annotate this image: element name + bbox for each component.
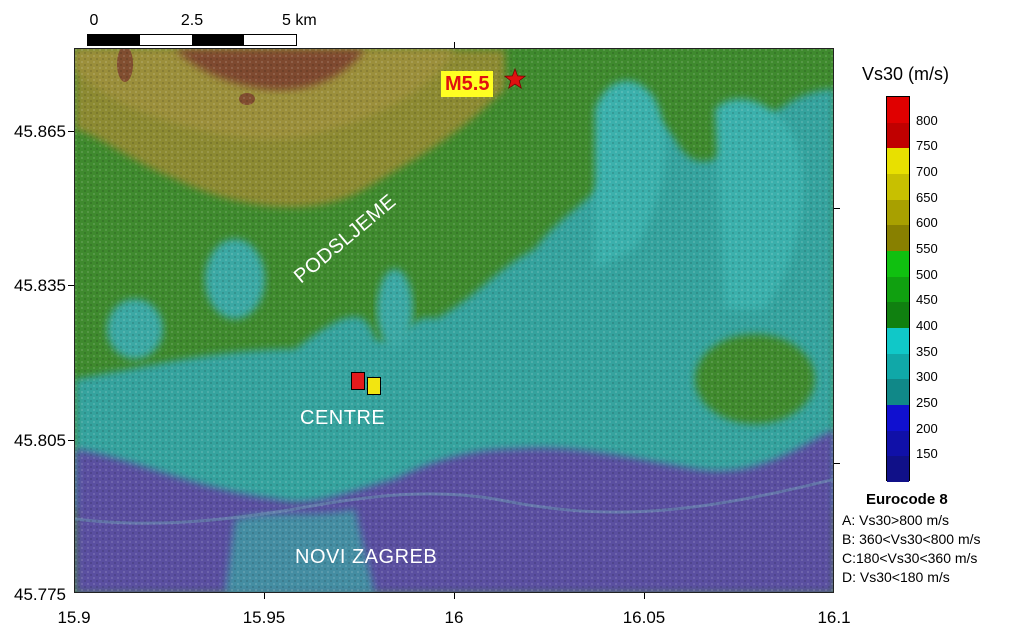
legend-label: 150 [916, 446, 938, 462]
legend-label: 300 [916, 369, 938, 385]
legend-label: 450 [916, 292, 938, 308]
station-marker-yellow[interactable] [367, 377, 381, 395]
scale-label-mid: 2.5 [180, 12, 204, 29]
eurocode-class-d: D: Vs30<180 m/s [842, 569, 950, 585]
legend-swatch [887, 327, 909, 354]
map-layers [75, 49, 833, 592]
y-tick-45-865: 45.865 [14, 122, 66, 141]
legend-swatch [887, 276, 909, 303]
legend-swatch [887, 456, 909, 482]
y-tick-45-775: 45.775 [14, 585, 66, 604]
epicenter-star-icon[interactable] [503, 67, 527, 90]
label-novi-zagreb: NOVI ZAGREB [295, 546, 438, 568]
legend-swatch [887, 97, 909, 123]
station-marker-red[interactable] [351, 372, 365, 390]
legend-swatch [887, 353, 909, 380]
legend-swatch [887, 148, 909, 174]
epicenter-magnitude-label: M5.5 [441, 71, 494, 97]
eurocode-class-c: C:180<Vs30<360 m/s [842, 550, 978, 566]
legend-label: 200 [916, 420, 938, 436]
legend-label: 550 [916, 241, 938, 256]
legend-label: 800 [916, 112, 938, 128]
x-tick-16: 16 [444, 608, 464, 627]
legend-swatch [887, 199, 909, 226]
legend-swatch [887, 250, 909, 277]
legend-title: Vs30 (m/s) [862, 64, 950, 84]
legend-swatch [887, 379, 909, 405]
y-tick-45-835: 45.835 [14, 276, 66, 295]
x-tick-15-9: 15.9 [57, 608, 91, 627]
x-tick-16-1: 16.1 [817, 608, 851, 627]
label-centre: CENTRE [300, 407, 386, 429]
legend-label: 250 [916, 395, 938, 410]
legend-swatch [887, 225, 909, 251]
legend-label: 700 [916, 164, 938, 179]
legend-colorbar [886, 96, 910, 482]
legend-swatch [887, 173, 909, 200]
legend-swatch [887, 430, 909, 457]
x-tick-16-05: 16.05 [622, 608, 666, 627]
x-tick-15-95: 15.95 [242, 608, 286, 627]
legend-swatch [887, 302, 909, 328]
legend-label: 350 [916, 343, 938, 359]
legend-label: 500 [916, 266, 938, 282]
vs30-map[interactable]: PODSLJEME CENTRE NOVI ZAGREB [74, 48, 834, 593]
scale-label-end: 5 km [282, 12, 317, 29]
legend-swatch [887, 404, 909, 431]
legend-label: 400 [916, 318, 938, 333]
scale-bar-graphic [87, 34, 297, 46]
scale-label-0: 0 [89, 12, 99, 29]
y-tick-45-805: 45.805 [14, 431, 66, 450]
legend-label: 750 [916, 138, 938, 154]
legend-label: 600 [916, 215, 938, 231]
eurocode-class-a: A: Vs30>800 m/s [842, 512, 950, 528]
legend-label: 650 [916, 189, 938, 205]
legend-swatch [887, 122, 909, 149]
eurocode-class-b: B: 360<Vs30<800 m/s [842, 531, 981, 547]
eurocode-title: Eurocode 8 [866, 491, 948, 508]
